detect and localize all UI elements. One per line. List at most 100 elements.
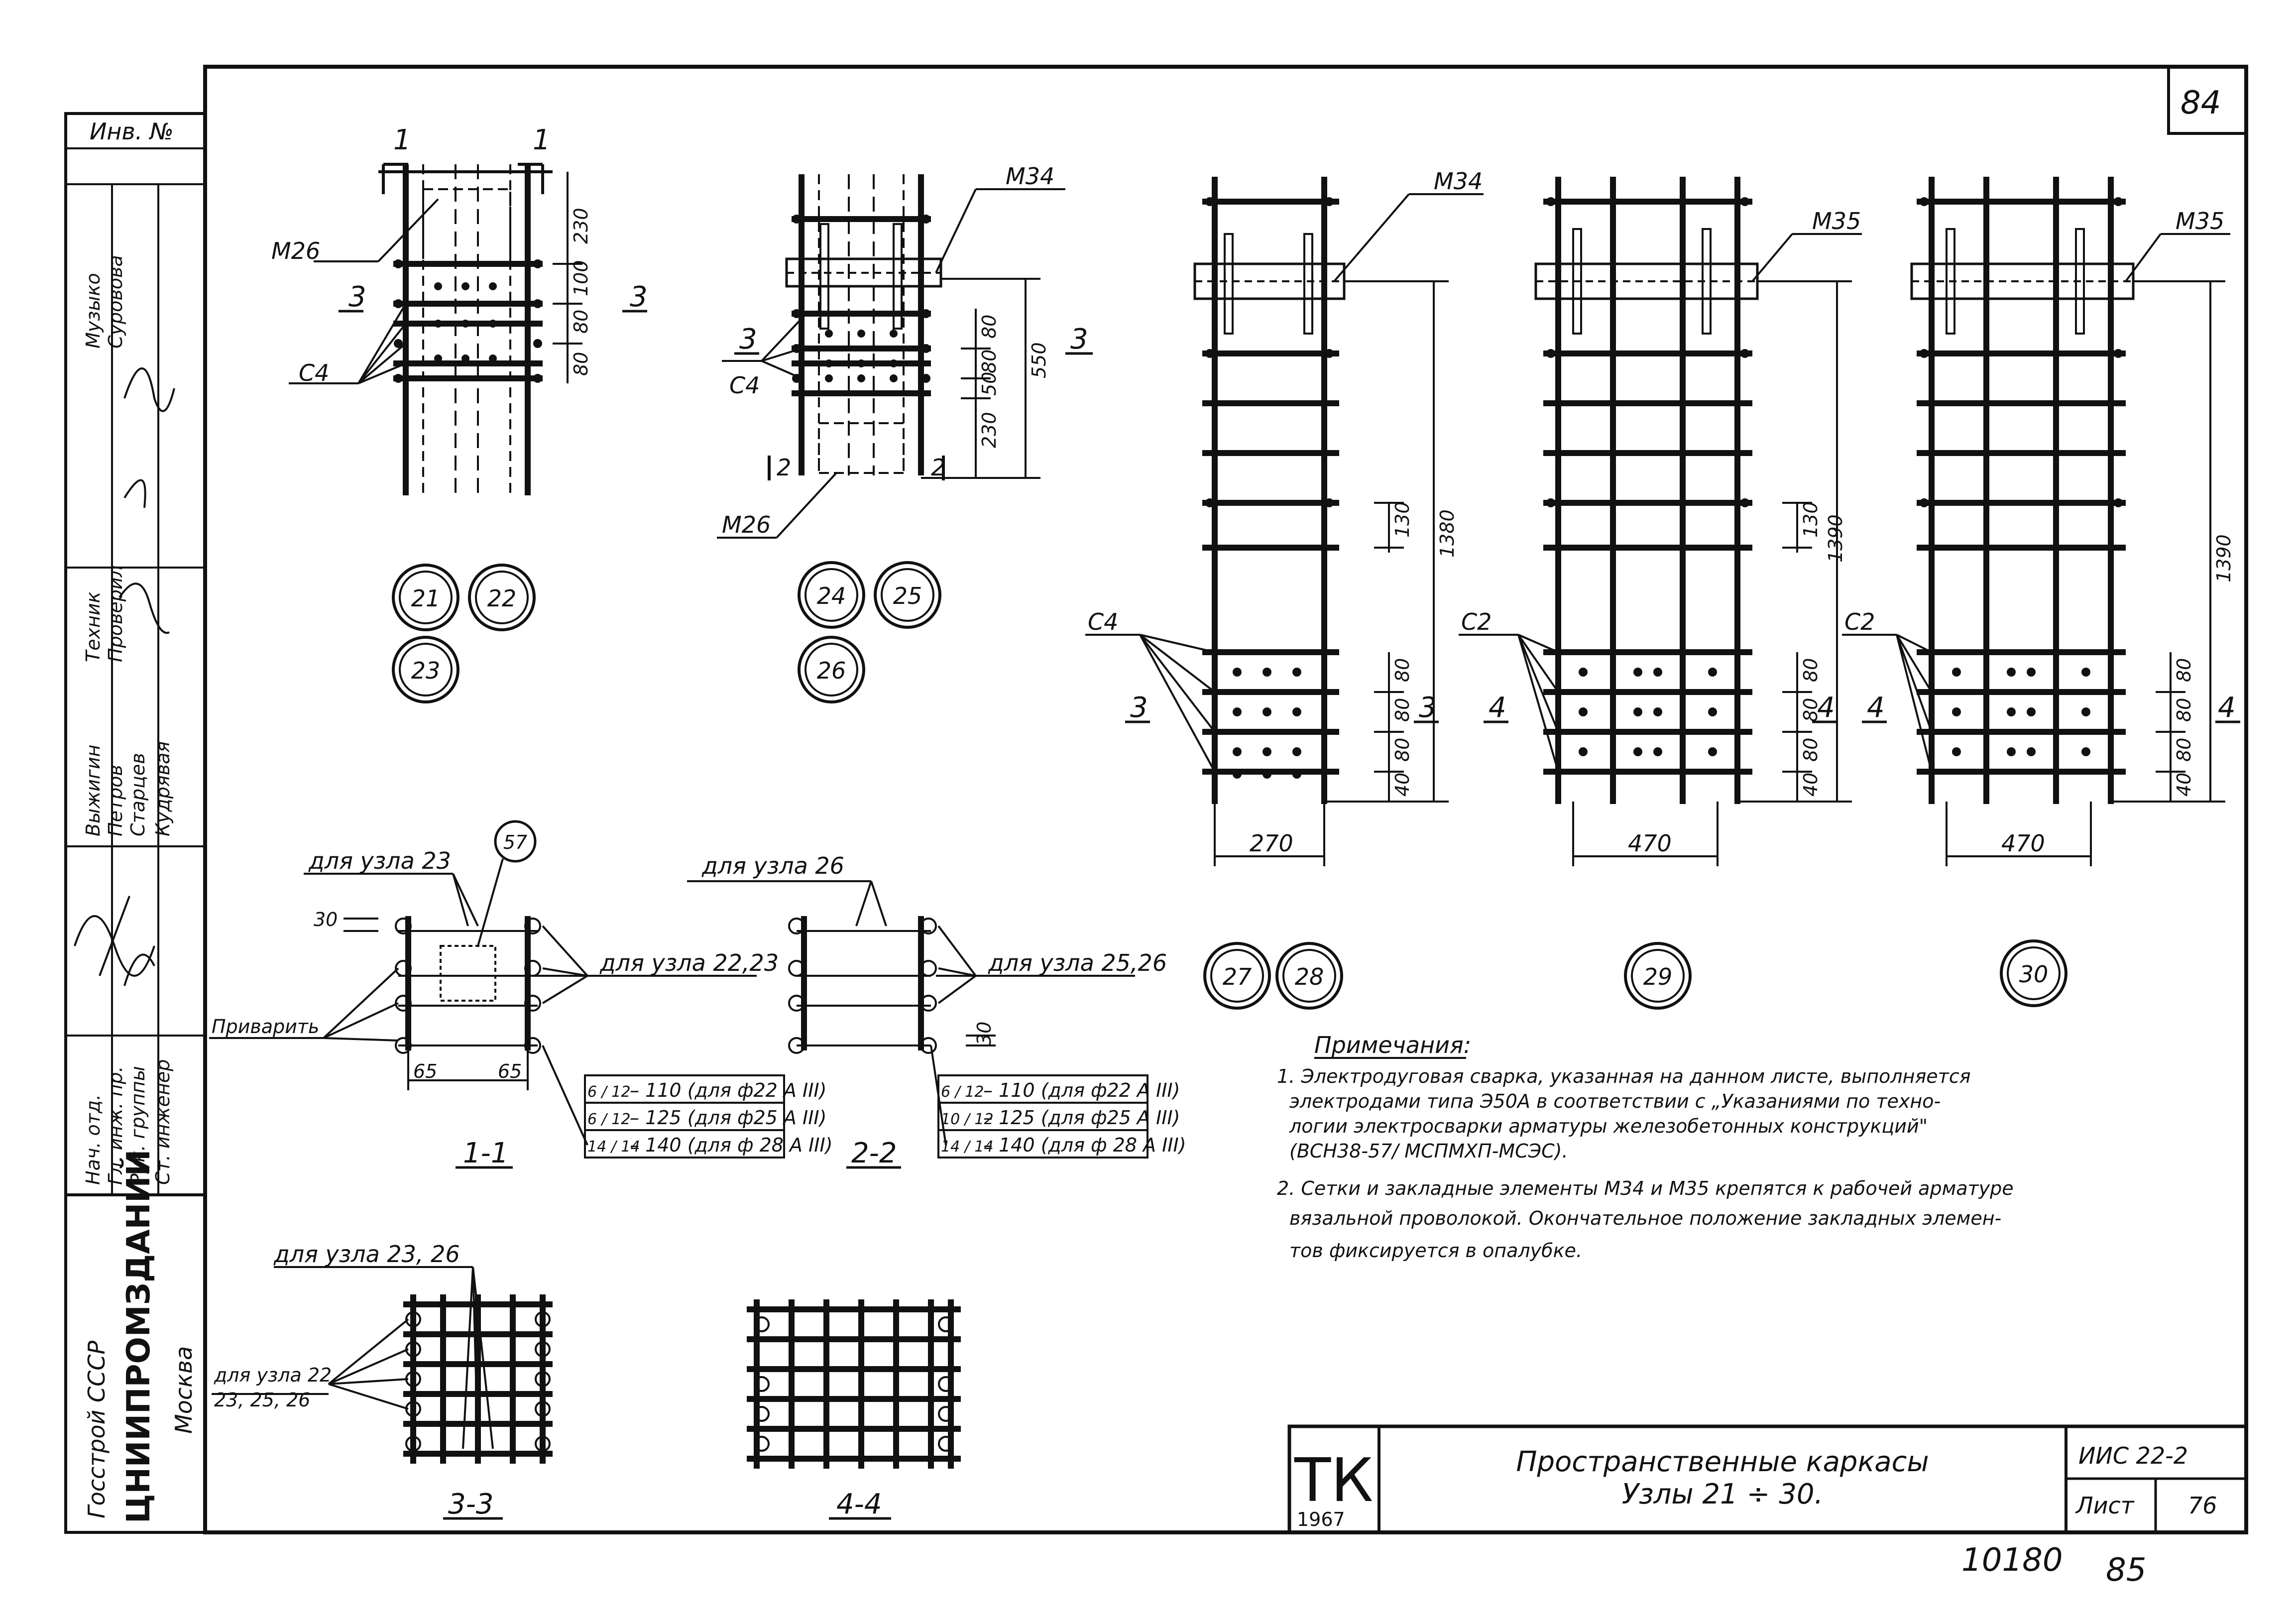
node-callout-29: 29: [1624, 942, 1692, 1010]
label-c4-c: С4: [1088, 608, 1118, 635]
title-block: ТК 1967 Пространственные каркасы Узлы 21…: [1287, 1424, 2248, 1534]
section-mark-4-b: 4: [1817, 692, 1835, 724]
label-c4-b: С4: [729, 372, 760, 399]
dim-80-k: 80: [2173, 658, 2195, 682]
table2-text-1: – 110 (для ф22 А III): [983, 1079, 1180, 1101]
corner-number: 84: [2181, 85, 2221, 121]
dim-1380: 1380: [1436, 509, 1458, 558]
dim-80-a: 80: [570, 310, 592, 334]
label-for-node-22-a: для узла 22: [214, 1364, 332, 1386]
node-22-label: 22: [487, 585, 517, 612]
section-4-4: 4-4: [747, 1299, 961, 1520]
label-m26-a: М26: [271, 237, 320, 264]
section-4-4-label: 4-4: [836, 1488, 882, 1520]
detail-21-22-23: 1 1 230 100 80 80 М26 С4 3 3: [271, 124, 648, 495]
node-callout-25: 25: [874, 561, 941, 629]
node-callout-28: 28: [1275, 942, 1343, 1010]
label-m34-b: М34: [1434, 168, 1483, 195]
dim-65-b: 65: [498, 1060, 522, 1082]
node-callout-21: 21: [392, 564, 459, 631]
rebar-table-1: 6 / 12 – 110 (для ф22 А III) 6 / 12 – 12…: [584, 1074, 833, 1159]
label-for-node-23: для узла 23: [308, 847, 451, 874]
tk-year: 1967: [1297, 1508, 1345, 1530]
section-mark-3-a: 3: [348, 281, 366, 313]
section-mark-3-c: 3: [739, 323, 757, 355]
node-24-label: 24: [817, 582, 846, 609]
inv-box: [65, 113, 206, 149]
node-27-label: 27: [1223, 963, 1252, 990]
footer-page: 85: [2106, 1552, 2146, 1589]
section-1-1-label: 1-1: [463, 1137, 508, 1169]
dim-80-m: 80: [2173, 738, 2195, 762]
label-for-node-22-b: 23, 25, 26: [214, 1389, 310, 1411]
note-1-line-2: электродами типа Э50А в соответствии с „…: [1289, 1090, 1941, 1112]
section-mark-3-b: 3: [630, 281, 648, 313]
dim-130-b: 130: [1800, 501, 1822, 538]
section-mark-2-a: 2: [777, 454, 791, 481]
section-mark-2-b: 2: [931, 454, 945, 481]
sheet-label: Лист: [2075, 1492, 2135, 1519]
stamp-role-b2: Техник: [82, 591, 104, 662]
section-mark-1-left: 1: [393, 124, 411, 156]
dim-470-a: 470: [1628, 830, 1672, 857]
node-28-label: 28: [1295, 963, 1324, 990]
node-callout-30: 30: [2000, 939, 2067, 1007]
node-23-label: 23: [411, 657, 441, 684]
table1-text-3: – 140 (для ф 28 А III): [630, 1134, 833, 1156]
dim-80-i: 80: [1800, 698, 1822, 722]
label-m34-a: М34: [1006, 163, 1054, 190]
series-code: ИИС 22-2: [2078, 1442, 2188, 1469]
dim-40-a: 40: [1391, 773, 1413, 797]
node-21-label: 21: [411, 585, 441, 612]
detail-24-25-26: 80 80 50 230 550 М34 С4 3 3 2 2 М26: [717, 163, 1093, 539]
tk-mark: ТК: [1294, 1446, 1374, 1515]
table2-text-3: – 140 (для ф 28 А III): [983, 1134, 1186, 1156]
stamp-role-1: Нач. отд.: [82, 1094, 104, 1185]
dim-80-f: 80: [1391, 698, 1413, 722]
dim-130-a: 130: [1391, 501, 1413, 538]
table1-text-1: – 110 (для ф22 А III): [630, 1079, 826, 1101]
dim-80-j: 80: [1800, 738, 1822, 762]
stamp-org-main: ЦНИИПРОМЗДАНИЙ: [119, 1150, 157, 1523]
section-mark-4-c: 4: [1867, 692, 1885, 724]
node-callout-23: 23: [392, 636, 459, 703]
detail-30: 1390 80 80 80 40 470 М35 С2 4 4: [1842, 177, 2240, 866]
node-29-label: 29: [1643, 963, 1673, 990]
dim-40-c: 40: [2173, 773, 2195, 797]
signature-1: [74, 896, 155, 986]
table1-ratio-2: 6 / 12: [587, 1111, 630, 1128]
stamp-org-city: Москва: [170, 1346, 197, 1434]
table2-ratio-1: 6 / 12: [941, 1083, 984, 1101]
title-line-2: Узлы 21 ÷ 30.: [1622, 1478, 1824, 1510]
node-callout-22: 22: [468, 564, 536, 631]
dim-1390-a: 1390: [1825, 514, 1846, 563]
dim-65-a: 65: [413, 1060, 437, 1082]
label-c2-b: С2: [1844, 608, 1875, 635]
table2-ratio-3: 14 / 14: [941, 1138, 994, 1156]
stamp-role-b3: Музыко: [82, 273, 104, 348]
dim-230-a: 230: [570, 208, 592, 244]
table1-ratio-1: 6 / 12: [587, 1083, 630, 1101]
label-c4-a: С4: [299, 359, 329, 386]
section-mark-1-right: 1: [533, 124, 551, 156]
rebar-table-2: 6 / 12 – 110 (для ф22 А III) 10 / 12 – 1…: [937, 1074, 1186, 1159]
note-1-line-4: (ВСН38-57/ МСПМХП-МСЭС).: [1289, 1140, 1568, 1162]
dim-1390-b: 1390: [2213, 534, 2235, 582]
stamp-name-3: Кудрявая: [152, 741, 174, 836]
section-3-3-label: 3-3: [448, 1488, 493, 1520]
sheet-number: 76: [2188, 1492, 2217, 1519]
dim-270: 270: [1250, 830, 1293, 857]
section-1-1: для узла 23 57 для узла 22,23 Приварить …: [209, 820, 779, 1169]
dim-80-c: 80: [978, 315, 1000, 339]
label-for-node-26: для узла 26: [701, 852, 844, 879]
detail-29: 130 1390 80 80 80 40 470 М35 С2 4 4: [1459, 177, 1862, 866]
stamp-name-4: Проверил: [105, 565, 126, 662]
note-1-line-3: логии электросварки арматуры железобетон…: [1289, 1115, 1928, 1137]
stamp-name-1: Петров: [105, 765, 126, 836]
section-2-2: для узла 26 для узла 25,26 30 2-2: [687, 852, 1167, 1169]
section-mark-3-e: 3: [1130, 692, 1148, 724]
title-line-1: Пространственные каркасы: [1516, 1446, 1929, 1478]
section-mark-4-a: 4: [1489, 692, 1506, 724]
node-callout-26: 26: [798, 636, 865, 703]
